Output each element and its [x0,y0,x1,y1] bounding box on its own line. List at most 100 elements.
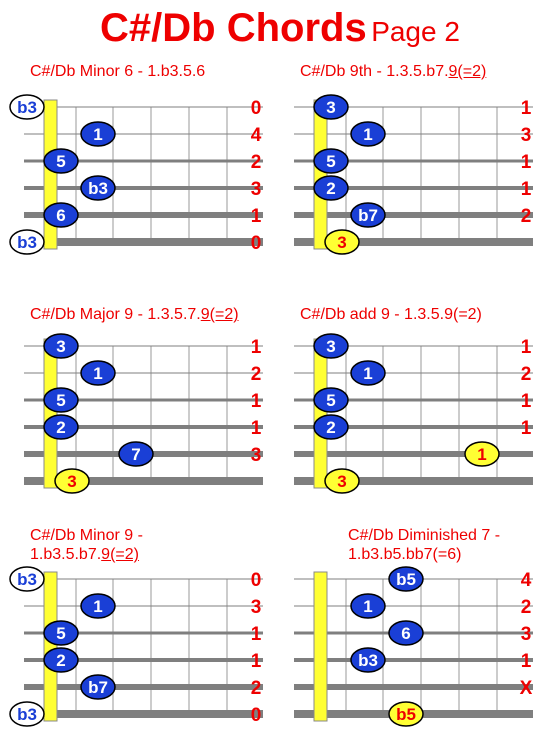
finger-dot: 1 [80,360,116,386]
finger-dot: b7 [80,674,116,700]
finger-dot: 2 [313,175,349,201]
finger-dot-label: 1 [363,364,372,383]
finger-dot-label: 3 [326,98,335,117]
finger-dot: 2 [313,414,349,440]
fret-number: 1 [521,651,532,672]
chord-title-dim7: C#/Db Diminished 7 - 1.b3.b5.bb7(=6) [348,527,501,563]
finger-dot: 2 [43,647,79,673]
finger-dot-shape [43,414,79,440]
fret-number: 3 [251,445,262,466]
finger-dot: 2 [43,414,79,440]
open-string-marker: 3 [54,468,90,494]
finger-dot-shape [313,414,349,440]
finger-dot: 1 [350,360,386,386]
open-string-marker-shape [9,701,45,727]
fret-number: 1 [251,391,262,412]
finger-dot: b7 [350,202,386,228]
finger-dot: 5 [43,387,79,413]
fret-number: 4 [251,125,262,146]
finger-dot-label: 5 [56,391,65,410]
open-string-marker-shape [54,468,90,494]
fret-number: 2 [521,206,532,227]
fret-number: 3 [521,125,532,146]
finger-dot-label: 6 [56,206,65,225]
finger-dot-label: b3 [88,179,108,198]
finger-dot: 1 [80,593,116,619]
finger-dot-shape [388,566,424,592]
fret-number: 2 [251,364,262,385]
finger-dot: b5 [388,566,424,592]
finger-dot-label: 2 [56,418,65,437]
fret-number: 0 [251,705,262,726]
finger-dot: 5 [43,620,79,646]
chord-title-add9: C#/Db add 9 - 1.3.5.9(=2) [300,306,482,323]
open-string-marker: 3 [324,468,360,494]
fret-number: 1 [521,98,532,119]
open-string-marker-label: b3 [17,570,37,589]
fret-number: 4 [521,570,532,591]
finger-dot-shape [43,387,79,413]
finger-dot: 6 [388,620,424,646]
fret-number: 1 [251,624,262,645]
open-string-marker-label: 3 [337,472,346,491]
finger-dot: 5 [313,387,349,413]
page-title-main: C#/Db Chords [100,6,367,50]
finger-dot-shape [313,175,349,201]
finger-dot-label: 2 [326,179,335,198]
finger-dot-root-shape [464,441,500,467]
nut-bar [43,338,58,489]
fret-number: 2 [251,678,262,699]
finger-dot-label: 5 [326,391,335,410]
finger-dot-root: b5 [388,701,424,727]
finger-dot-root-label: 1 [477,445,486,464]
fret-number: 3 [251,597,262,618]
finger-dot-label: b7 [358,206,378,225]
finger-dot: 1 [80,121,116,147]
finger-dot: 3 [43,333,79,359]
finger-dot-shape [313,94,349,120]
chord-title-ninth: C#/Db 9th - 1.3.5.b7.9(=2) [300,63,487,80]
finger-dot: 7 [118,441,154,467]
finger-dot-label: 1 [363,125,372,144]
open-string-marker: b3 [9,566,45,592]
finger-dot-shape [350,647,386,673]
chord-title-minor6: C#/Db Minor 6 - 1.b3.5.6 [30,63,206,80]
finger-dot-label: b5 [396,570,416,589]
finger-dot-shape [350,360,386,386]
finger-dot-label: 5 [326,152,335,171]
open-string-marker-shape [324,229,360,255]
finger-dot-shape [43,148,79,174]
fret-number: 1 [521,337,532,358]
open-string-marker-shape [9,94,45,120]
finger-dot: 6 [43,202,79,228]
fret-number: 0 [251,233,262,254]
fret-number: 1 [251,418,262,439]
finger-dot-label: 5 [56,624,65,643]
nut-bar [313,571,328,722]
nut-bar [43,571,58,722]
open-string-marker-label: b3 [17,98,37,117]
fret-number: 1 [521,391,532,412]
page-title: C#/Db Chords Page 2 [0,6,560,51]
finger-dot-shape [388,620,424,646]
finger-dot-label: 3 [56,337,65,356]
open-string-marker-label: 3 [337,233,346,252]
finger-dot-shape [313,148,349,174]
finger-dot-shape [80,593,116,619]
finger-dot: 5 [43,148,79,174]
fret-number: 1 [521,418,532,439]
finger-dot-label: 2 [326,418,335,437]
open-string-marker-shape [9,229,45,255]
page-title-page-number: Page 2 [371,16,460,47]
finger-dot-label: 7 [131,445,140,464]
finger-dot-shape [350,121,386,147]
fret-number: 0 [251,98,262,119]
finger-dot-label: 6 [401,624,410,643]
open-string-marker-label: b3 [17,233,37,252]
